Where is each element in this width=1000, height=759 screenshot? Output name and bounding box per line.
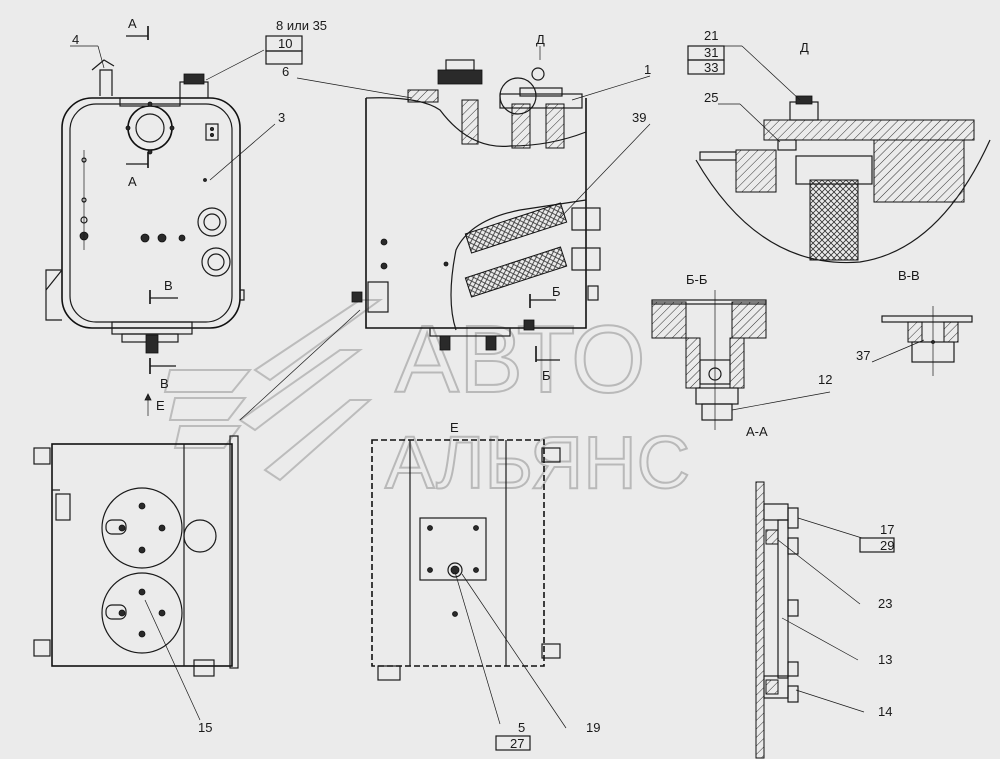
label-A-bottom: А <box>128 174 137 189</box>
label-23: 23 <box>878 596 892 611</box>
label-31: 31 <box>704 45 718 60</box>
labels: 4 А 8 или 35 10 6 3 Д 1 39 А В В Е Б Б 2… <box>72 16 920 751</box>
label-box-27 <box>495 735 531 751</box>
label-5: 5 <box>518 720 525 735</box>
view-E-left <box>33 435 239 721</box>
label-27: 27 <box>510 736 524 751</box>
label-D-top: Д <box>536 32 545 47</box>
label-B-top: Б <box>552 284 561 299</box>
label-15: 15 <box>198 720 212 735</box>
label-17: 17 <box>880 522 894 537</box>
watermark-logo <box>163 299 384 482</box>
section-AA <box>755 481 865 759</box>
view-E-center <box>371 439 567 729</box>
label-E-arrow: Е <box>156 398 165 413</box>
label-3: 3 <box>278 110 285 125</box>
label-D-detail: Д <box>800 40 809 55</box>
tank-side-view <box>239 46 651 421</box>
label-13: 13 <box>878 652 892 667</box>
label-AA-section: А-А <box>746 424 768 439</box>
label-VV-section: В-В <box>898 268 920 283</box>
label-29: 29 <box>880 538 894 553</box>
watermark-line1: АВТО <box>395 306 646 413</box>
section-VV <box>871 306 973 376</box>
label-E-view: Е <box>450 420 459 435</box>
label-A-top: А <box>128 16 137 31</box>
label-21: 21 <box>704 28 718 43</box>
label-8-or-35: 8 или 35 <box>276 18 327 33</box>
section-BB <box>651 290 831 430</box>
label-1: 1 <box>644 62 651 77</box>
label-39: 39 <box>632 110 646 125</box>
label-14: 14 <box>878 704 892 719</box>
label-19: 19 <box>586 720 600 735</box>
label-box-29 <box>859 537 895 553</box>
watermark-line2: АЛЬЯНС <box>385 421 690 504</box>
detail-D <box>688 45 991 264</box>
label-12: 12 <box>818 372 832 387</box>
watermark: АВТО АЛЬЯНС <box>163 299 691 505</box>
label-4: 4 <box>72 32 79 47</box>
label-B-bottom: Б <box>542 368 551 383</box>
label-10: 10 <box>278 36 292 51</box>
label-box-33 <box>687 59 725 75</box>
label-33: 33 <box>704 60 718 75</box>
label-37: 37 <box>856 348 870 363</box>
label-BB-section: Б-Б <box>686 272 707 287</box>
label-25: 25 <box>704 90 718 105</box>
label-V-bottom: В <box>160 376 169 391</box>
label-6: 6 <box>282 64 289 79</box>
tank-front-view <box>45 26 276 416</box>
label-V-top: В <box>164 278 173 293</box>
label-box-blank <box>265 50 303 65</box>
